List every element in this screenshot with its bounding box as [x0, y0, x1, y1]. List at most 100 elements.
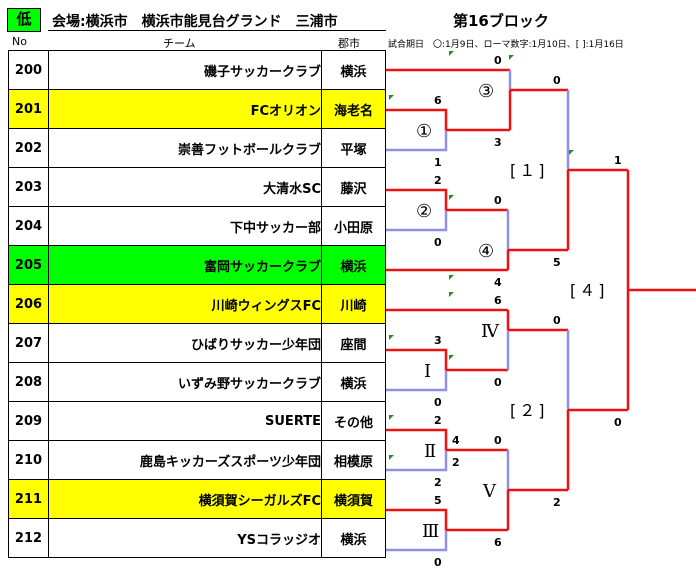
score-r2-bot: 2 — [452, 456, 460, 469]
match-label-r3: Ⅲ — [422, 521, 439, 542]
score-r2-top: 4 — [452, 434, 460, 447]
line-209 — [386, 428, 448, 450]
venue-title: 会場:横浜市 横浜市能見台グランド 三浦市 — [52, 14, 338, 30]
team-city: 海老名 — [321, 89, 386, 129]
marker — [389, 95, 394, 100]
line-204 — [386, 210, 448, 232]
score-208: 0 — [494, 376, 502, 389]
match-label-3: ③ — [478, 81, 494, 102]
marker — [449, 275, 454, 280]
date-legend: 試合期日 〇:1月9日、ローマ数字:1月10日、[ ]:1月16日 — [388, 40, 624, 50]
match-label-r5: Ⅴ — [482, 481, 497, 502]
line-212 — [386, 530, 448, 552]
header-no: No — [12, 35, 27, 48]
score-r5-top: 0 — [494, 434, 502, 447]
team-city: 相模原 — [321, 440, 386, 480]
score-207: 3 — [434, 334, 442, 347]
team-name: YSコラッジオ — [48, 518, 322, 558]
team-no: 211 — [8, 479, 49, 519]
bracket-lines — [386, 68, 696, 552]
team-name: 富岡サッカークラブ — [48, 245, 322, 285]
marker — [449, 51, 454, 56]
match-label-r1: Ⅰ — [424, 361, 431, 382]
score-b1-bot: 5 — [553, 256, 561, 269]
marker — [449, 355, 454, 360]
score-212: 0 — [434, 556, 442, 569]
score-m3-from-200: 0 — [494, 54, 502, 67]
team-city: 横浜 — [321, 50, 386, 90]
header-city: 郡市 — [338, 37, 360, 50]
marker — [449, 195, 454, 200]
team-city: 横須賀 — [321, 479, 386, 519]
team-city: 川崎 — [321, 284, 386, 324]
score-b1-top: 0 — [553, 74, 561, 87]
line-211 — [386, 508, 448, 530]
line-202 — [386, 130, 448, 152]
score-m4-from-205: 4 — [494, 276, 502, 289]
score-211: 5 — [434, 494, 442, 507]
team-city: 横浜 — [321, 245, 386, 285]
team-no: 205 — [8, 245, 49, 285]
category-tag: 低 — [7, 8, 41, 32]
score-202: 1 — [434, 156, 442, 169]
score-r5-bot: 6 — [494, 536, 502, 549]
team-no: 201 — [8, 89, 49, 129]
team-city: 横浜 — [321, 518, 386, 558]
score-m3-from-m1: 3 — [494, 136, 502, 149]
team-no: 203 — [8, 167, 49, 207]
score-r4-out: 0 — [553, 314, 561, 327]
score-206: 6 — [494, 294, 502, 307]
line-207 — [386, 348, 448, 370]
match-label-b4: [４] — [570, 281, 608, 300]
score-r1-bot: 0 — [434, 396, 442, 409]
score-203: 2 — [434, 174, 442, 187]
team-name: SUERTE — [48, 401, 322, 441]
block-title: 第16ブロック — [453, 12, 549, 30]
score-m4-from-m2: 0 — [494, 194, 502, 207]
match-label-1: ① — [416, 121, 432, 142]
team-city: 藤沢 — [321, 167, 386, 207]
team-name: 鹿島キッカーズスポーツ少年団 — [48, 440, 322, 480]
match-label-r4: Ⅳ — [481, 321, 500, 342]
score-b4-top: 1 — [614, 154, 622, 167]
score-204: 0 — [434, 236, 442, 249]
venue-underline — [48, 30, 386, 31]
team-no: 210 — [8, 440, 49, 480]
team-no: 204 — [8, 206, 49, 246]
team-name: 崇善フットボールクラブ — [48, 128, 322, 168]
team-name: 横須賀シーガルズFC — [48, 479, 322, 519]
score-209: 2 — [434, 414, 442, 427]
match-label-4: ④ — [478, 241, 494, 262]
line-201 — [386, 108, 448, 130]
team-name: 大清水SC — [48, 167, 322, 207]
match-label-r2: Ⅱ — [424, 441, 436, 462]
team-no: 212 — [8, 518, 49, 558]
marker — [569, 150, 574, 155]
match-label-b2: [２] — [510, 401, 548, 420]
team-name: いずみ野サッカークラブ — [48, 362, 322, 402]
team-no: 206 — [8, 284, 49, 324]
header-team: チーム — [163, 37, 196, 50]
line-210 — [386, 450, 448, 472]
team-name: FCオリオン — [48, 89, 322, 129]
score-b2-bot: 2 — [553, 496, 561, 509]
marker — [509, 55, 514, 60]
score-210: 2 — [434, 476, 442, 489]
cell-markers — [389, 51, 574, 460]
team-name: ひばりサッカー少年団 — [48, 323, 322, 363]
team-city: 平塚 — [321, 128, 386, 168]
line-203 — [386, 188, 448, 210]
score-201: 6 — [434, 94, 442, 107]
